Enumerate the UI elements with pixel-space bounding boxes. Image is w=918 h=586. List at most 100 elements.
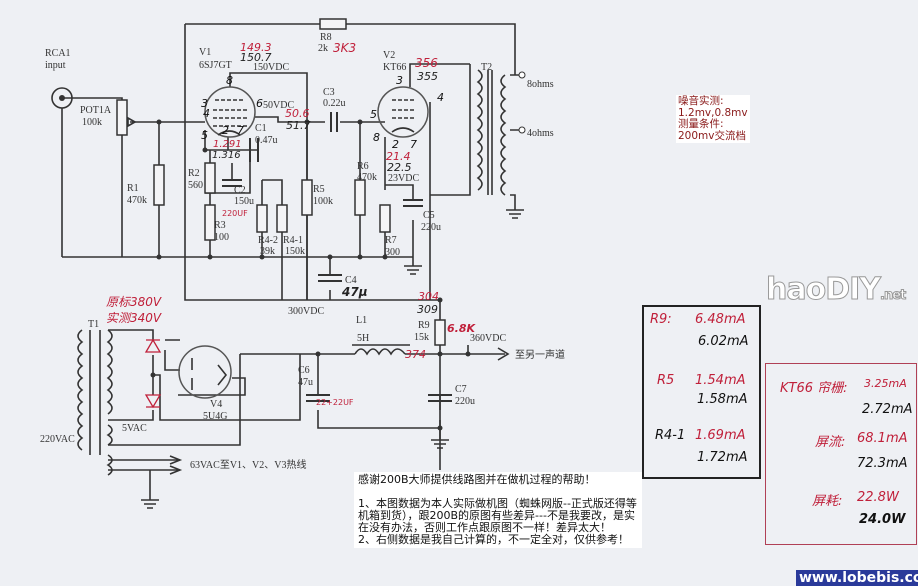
r5-current-meas: 1.58mA (697, 392, 748, 407)
r5-current-calc: 1.54mA (695, 373, 746, 388)
r9-label: R9 (418, 320, 430, 331)
r9-current-label: R9: (650, 312, 672, 327)
c3-value: 0.22u (323, 98, 346, 109)
r8-label: R8 (320, 32, 332, 43)
c3-capacitor (330, 112, 338, 132)
c3-label: C3 (323, 87, 335, 98)
kt66-plate-current-calc: 68.1mA (857, 431, 908, 446)
c5-label: C5 (423, 210, 435, 221)
pot-label: POT1A (80, 105, 112, 116)
v2-pin: 8 (373, 131, 380, 144)
v2-cathode-meas1: 21.4 (386, 150, 411, 163)
v2-pin: 2 (392, 138, 399, 151)
r5-current-label: R5 (657, 373, 675, 388)
b-plus-304-meas: 304 (418, 290, 439, 303)
c2-modified-value: 220UF (222, 209, 248, 218)
l1-label: L1 (356, 315, 367, 326)
v1-plate-meas1: 149.3 (240, 41, 272, 54)
logo-text: haoDIY (766, 272, 882, 308)
l1-inductor (354, 348, 406, 356)
kt66-screen-label: KT66 帘栅: (780, 381, 848, 396)
v1-screen-meas2: 51.7 (286, 119, 311, 132)
v1-screen-meas1: 50.6 (285, 107, 310, 120)
b-plus-309-meas: 309 (417, 303, 438, 316)
v2-pin: 5 (370, 108, 377, 121)
v2-pin: 4 (437, 91, 444, 104)
build-notes: 感谢200B大师提供线路图并在做机过程的帮助！ 1、本图数据为本人实际做机图（蜘… (354, 472, 642, 548)
r1-resistor (153, 164, 165, 206)
diodes (144, 338, 162, 409)
v4-type: 5U4G (203, 411, 227, 422)
hv-original-note: 原标380V (106, 295, 162, 309)
v2-plate-meas2: 355 (417, 70, 438, 83)
pot-value: 100k (82, 117, 102, 128)
r7-value: 300 (385, 247, 400, 258)
t1-primary: 220VAC (40, 434, 75, 445)
c2-capacitor (222, 179, 242, 187)
c4-value: 47μ (341, 285, 368, 299)
r3-label: R3 (214, 220, 226, 231)
r1-label: R1 (127, 183, 139, 194)
resistors (116, 18, 446, 346)
v1-pin: 2 (222, 124, 229, 137)
v2-plate-meas1: 356 (415, 56, 438, 70)
v1-cathode-meas1: 1.291 (213, 139, 242, 150)
watermark: www.lobebis.com (796, 570, 918, 586)
kt66-dissipation-meas: 24.0W (859, 512, 906, 527)
kt66-plate-current-meas: 72.3mA (857, 456, 908, 471)
kt66-plate-current-label: 屏流: (815, 435, 846, 450)
c7-value: 220u (455, 396, 475, 407)
logo-suffix: .net (879, 288, 906, 304)
t2-4ohm-tap: 4ohms (527, 128, 554, 139)
v1-pin: 6 (256, 97, 263, 110)
v1-pin: 4 (203, 107, 210, 120)
v1-plate-meas2: 150.7 (240, 51, 272, 64)
r7-label: R7 (385, 235, 397, 246)
r1-value: 470k (127, 195, 147, 206)
kt66-dissipation-label: 屏耗: (812, 494, 843, 509)
t1-label: T1 (88, 319, 99, 330)
r2-value: 560 (188, 180, 203, 191)
c7-label: C7 (455, 384, 467, 395)
v2-tube (377, 86, 429, 138)
v1-cathode-meas2: 1.316 (212, 150, 241, 161)
c5-value: 220u (421, 222, 441, 233)
wires (61, 23, 520, 500)
c1-value: 0.47u (255, 135, 278, 146)
t1-5v-winding: 5VAC (122, 423, 147, 434)
c7-capacitor (428, 394, 452, 402)
c6-label: C6 (298, 365, 310, 376)
haodiy-logo: haoDIY.net (766, 272, 907, 308)
kt66-screen-calc: 3.25mA (864, 377, 907, 390)
v1-pin: 8 (226, 74, 233, 87)
r41-current-label: R4-1 (655, 428, 686, 443)
v1-type: 6SJ7GT (199, 60, 232, 71)
r3-resistor (204, 204, 216, 241)
c2-value: 150u (234, 196, 254, 207)
t2-output-transformer (476, 69, 526, 196)
v2-label: V2 (383, 50, 395, 61)
kt66-screen-meas: 2.72mA (862, 402, 913, 417)
t2-label: T2 (481, 62, 492, 73)
r5-value: 100k (313, 196, 333, 207)
v2-type: KT66 (383, 62, 406, 73)
c6-capacitor (306, 394, 330, 402)
r8-value: 2k (318, 43, 328, 54)
v1-pin: 3 (201, 97, 208, 110)
r5-resistor (301, 179, 313, 216)
v1-pin: 5 (201, 129, 208, 142)
v2-pin: 3 (396, 74, 403, 87)
r9-current-meas: 6.02mA (698, 334, 749, 349)
v4-rectifier-tube (178, 345, 232, 399)
t1-power-transformer (77, 329, 113, 476)
r6-label: R6 (357, 161, 369, 172)
kt66-data-box (765, 363, 917, 545)
r4-2-resistor (256, 204, 268, 233)
r4-1-resistor (276, 204, 288, 233)
r9-resistor (434, 319, 446, 346)
ground-symbols (141, 209, 524, 509)
t2-8ohm-tap: 8ohms (527, 79, 554, 90)
c4-capacitor (318, 274, 342, 282)
noise-measurement-note: 噪音实测: 1.2mv,0.8mv 测量条件: 200mv交流档 (676, 95, 750, 143)
r2-label: R2 (188, 168, 200, 179)
